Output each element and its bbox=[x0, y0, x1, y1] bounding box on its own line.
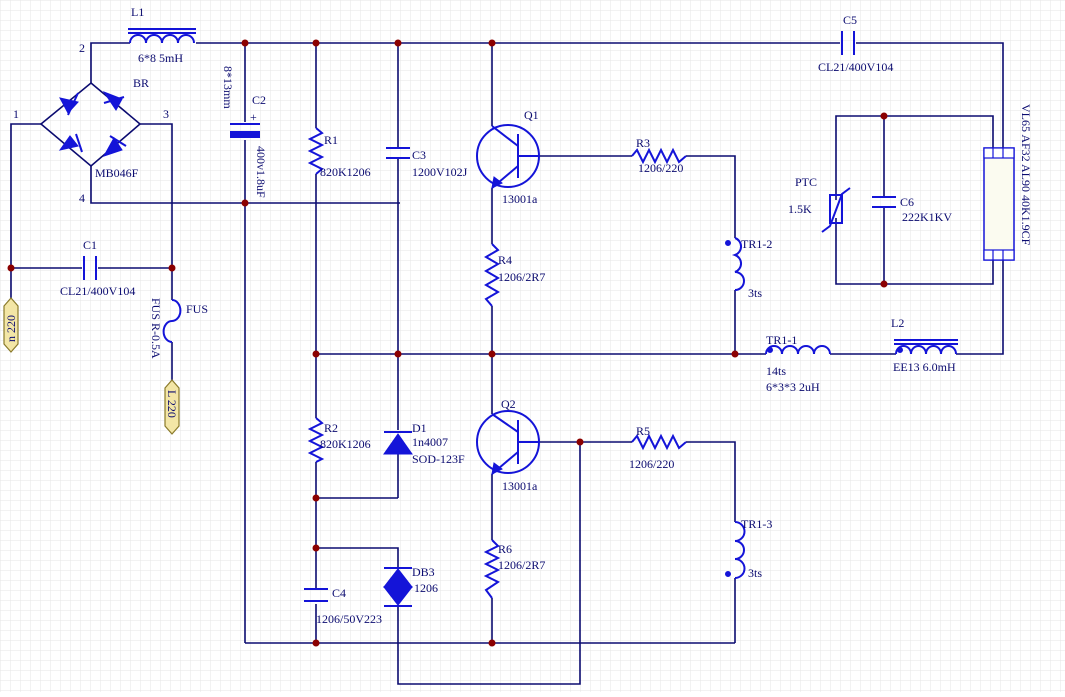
tr1-1-value: 6*3*3 2uH bbox=[766, 380, 820, 394]
ptc-value: 1.5K bbox=[788, 202, 812, 216]
q2-ref: Q2 bbox=[501, 397, 516, 411]
resistor-r2: R2 820K1206 bbox=[307, 417, 371, 463]
tr1-2-value: 3ts bbox=[748, 286, 762, 300]
l1-ref: L1 bbox=[131, 5, 144, 19]
tr1-3-ref: TR1-3 bbox=[741, 517, 772, 531]
db3-value: 1206 bbox=[414, 581, 438, 595]
capacitor-c5: C5 CL21/400V104 bbox=[818, 13, 893, 74]
r1-ref: R1 bbox=[324, 133, 338, 147]
transistor-q2: Q2 13001a bbox=[476, 397, 540, 493]
transformer-winding-tr1-2: TR1-2 3ts bbox=[725, 237, 772, 300]
resistor-r1: R1 820K1206 bbox=[307, 127, 371, 179]
thermistor-ptc: PTC 1.5K bbox=[788, 175, 851, 233]
capacitor-c2: + C2 8*13mm 400v1.8uF bbox=[221, 66, 268, 198]
l2-ref: L2 bbox=[891, 316, 904, 330]
capacitor-c1: C1 CL21/400V104 bbox=[60, 238, 135, 298]
c1-value: CL21/400V104 bbox=[60, 284, 135, 298]
r2-value: 820K1206 bbox=[320, 437, 371, 451]
port-l220[interactable]: L 220 bbox=[164, 379, 180, 435]
br-pin3: 3 bbox=[163, 107, 169, 121]
c1-ref: C1 bbox=[83, 238, 97, 252]
r5-value: 1206/220 bbox=[629, 457, 674, 471]
tr1-1-ref: TR1-1 bbox=[766, 333, 797, 347]
transformer-winding-tr1-3: TR1-3 3ts bbox=[725, 517, 772, 580]
q1-ref: Q1 bbox=[524, 108, 539, 122]
resistor-r5: R5 1206/220 bbox=[629, 424, 687, 471]
resistor-r4: R4 1206/2R7 bbox=[484, 243, 545, 307]
r2-ref: R2 bbox=[324, 421, 338, 435]
q2-value: 13001a bbox=[502, 479, 538, 493]
c2-size: 8*13mm bbox=[221, 66, 235, 109]
port-n220[interactable]: n 220 bbox=[3, 297, 19, 353]
c4-value: 1206/50V223 bbox=[316, 612, 382, 626]
br-pin2: 2 bbox=[79, 41, 85, 55]
c3-ref: C3 bbox=[412, 148, 426, 162]
r6-value: 1206/2R7 bbox=[498, 558, 545, 572]
c4-ref: C4 bbox=[332, 586, 346, 600]
capacitor-c4: C4 1206/50V223 bbox=[304, 586, 382, 626]
c2-ref: C2 bbox=[252, 93, 266, 107]
r3-ref: R3 bbox=[636, 136, 650, 150]
l1-value: 6*8 5mH bbox=[138, 51, 183, 65]
r4-value: 1206/2R7 bbox=[498, 270, 545, 284]
capacitor-c6: C6 222K1KV bbox=[872, 195, 952, 224]
inductor-l2: L2 EE13 6.0mH bbox=[891, 316, 958, 374]
d1-ref: D1 bbox=[412, 421, 427, 435]
port-n220-label: n 220 bbox=[4, 315, 18, 342]
transistor-q1: Q1 13001a bbox=[476, 108, 540, 206]
resistor-r3: R3 1206/220 bbox=[631, 136, 687, 175]
c6-ref: C6 bbox=[900, 195, 914, 209]
d1-package: SOD-123F bbox=[412, 452, 465, 466]
c5-value: CL21/400V104 bbox=[818, 60, 893, 74]
port-l220-label: L 220 bbox=[165, 390, 179, 418]
fus-ref: FUS bbox=[186, 302, 208, 316]
br-ref: BR bbox=[133, 76, 149, 90]
c2-polarity: + bbox=[250, 110, 257, 124]
r4-ref: R4 bbox=[498, 253, 512, 267]
db3-ref: DB3 bbox=[412, 565, 435, 579]
fuse-fus: FUS FUS R-0.5A bbox=[149, 298, 208, 359]
tr1-2-ref: TR1-2 bbox=[741, 237, 772, 251]
fus-value: FUS R-0.5A bbox=[149, 298, 163, 359]
wires bbox=[10, 42, 1004, 685]
r6-ref: R6 bbox=[498, 542, 512, 556]
fluorescent-lamp: VL65 AF32 AL90 40K1.9CF bbox=[983, 104, 1033, 261]
c2-value: 400v1.8uF bbox=[254, 146, 268, 198]
r1-value: 820K1206 bbox=[320, 165, 371, 179]
br-pin4: 4 bbox=[79, 191, 85, 205]
tr1-3-value: 3ts bbox=[748, 566, 762, 580]
capacitor-c3: C3 1200V102J bbox=[386, 147, 468, 179]
d1-value: 1n4007 bbox=[412, 435, 448, 449]
l2-value: EE13 6.0mH bbox=[893, 360, 956, 374]
inductor-l1: L1 6*8 5mH bbox=[128, 5, 196, 65]
c5-ref: C5 bbox=[843, 13, 857, 27]
c6-value: 222K1KV bbox=[902, 210, 952, 224]
br-value: MB046F bbox=[95, 166, 139, 180]
r3-value: 1206/220 bbox=[638, 161, 683, 175]
q1-value: 13001a bbox=[502, 192, 538, 206]
tr1-1-turns: 14ts bbox=[766, 364, 786, 378]
diac-db3: DB3 1206 bbox=[382, 565, 438, 607]
bridge-rectifier-br: 1 2 3 4 BR MB046F bbox=[13, 41, 169, 205]
junctions bbox=[7, 39, 888, 647]
c3-value: 1200V102J bbox=[412, 165, 468, 179]
r5-ref: R5 bbox=[636, 424, 650, 438]
diode-d1: D1 1n4007 SOD-123F bbox=[383, 421, 465, 466]
transformer-winding-tr1-1: TR1-1 14ts 6*3*3 2uH bbox=[765, 333, 831, 394]
resistor-r6: R6 1206/2R7 bbox=[483, 539, 545, 599]
br-pin1: 1 bbox=[13, 107, 19, 121]
lamp-value: VL65 AF32 AL90 40K1.9CF bbox=[1019, 104, 1033, 246]
ptc-ref: PTC bbox=[795, 175, 817, 189]
